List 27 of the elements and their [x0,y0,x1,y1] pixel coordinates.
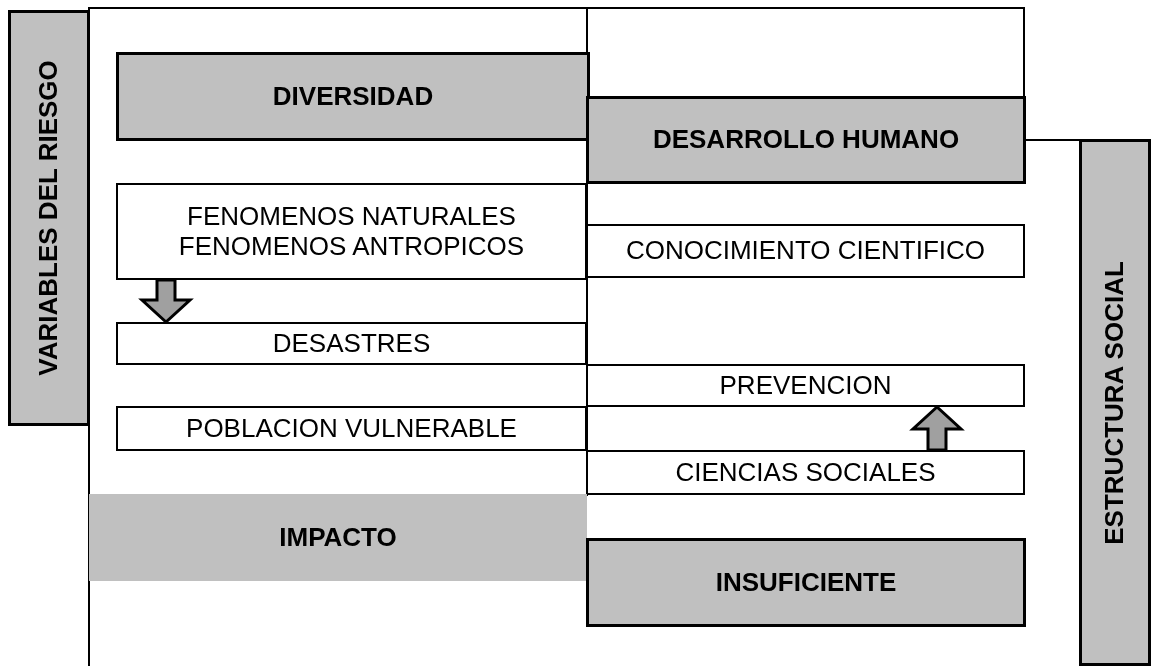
box-label: FENOMENOS ANTROPICOS [178,231,525,262]
box-label: ESTRUCTURA SOCIAL [1100,260,1130,545]
heading-band [89,494,587,581]
heading-box [586,96,1026,184]
heading-box [116,52,590,141]
text-box [586,450,1025,495]
side-band [8,10,90,426]
text-box [116,322,587,365]
box-label: FENOMENOS NATURALES [187,201,516,232]
box-label: CIENCIAS SOCIALES [675,457,936,488]
text-box [116,183,587,280]
box-label: VARIABLES DEL RIESGO [34,60,64,376]
text-box [586,364,1025,407]
box-label: CONOCIMIENTO CIENTIFICO [625,236,986,266]
text-box [586,224,1025,278]
box-label: IMPACTO [279,522,397,553]
block-arrow [909,404,965,452]
box-label: DIVERSIDAD [272,81,434,112]
heading-box [586,538,1026,627]
side-band [1079,139,1151,666]
box-label: PREVENCION [719,370,892,401]
box-label: DESASTRES [272,328,431,359]
box-label: DESARROLLO HUMANO [652,125,960,155]
box-label: INSUFICIENTE [715,567,897,598]
text-box [116,406,587,451]
box-label: POBLACION VULNERABLE [186,413,517,444]
block-arrow [138,278,194,325]
